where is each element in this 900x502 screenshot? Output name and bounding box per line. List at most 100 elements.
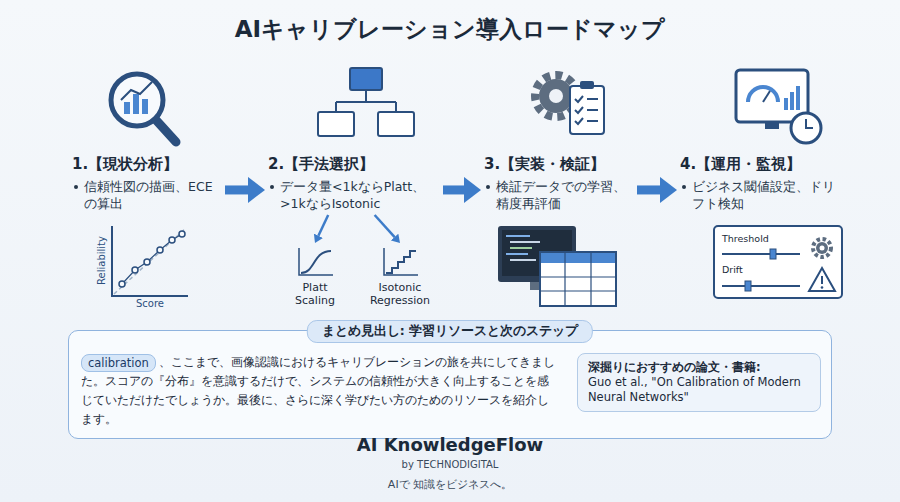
monitoring-panel <box>821 286 824 289</box>
reliability-diagram <box>119 231 185 287</box>
reference-text: Guo et al., "On Calibration of Modern Ne… <box>588 375 810 405</box>
step-bullet: ビジネス閾値設定、ドリフト検知 <box>680 178 838 212</box>
control-label: Drift <box>722 264 743 275</box>
gear-clipboard-icon <box>549 89 563 103</box>
summary-panel: まとめ見出し: 学習リソースと次のステップ、ここまで、画像認識におけるキャリブレ… <box>68 330 832 439</box>
method-curve-icon <box>285 246 345 278</box>
reliability-diagram <box>179 231 185 237</box>
axis-label: Score <box>120 298 180 309</box>
reference-box: 深掘りにおすすめの論文・書籍:Guo et al., "On Calibrati… <box>577 353 821 412</box>
method-curve-icon <box>360 246 440 278</box>
code-monitor-table <box>506 236 540 260</box>
step-box: 1.【現状分析】信頼性図の描画、ECEの算出 <box>72 154 222 212</box>
reference-heading: 深掘りにおすすめの論文・書籍: <box>588 360 810 375</box>
code-monitor-table <box>498 226 616 306</box>
monitoring-panel <box>714 226 842 298</box>
reliability-diagram <box>122 234 182 284</box>
step-box: 3.【実装・検証】検証データでの学習、精度再評価 <box>484 154 634 212</box>
step-bullet: データ量<1kならPlatt、>1kならIsotonic <box>268 178 440 212</box>
step-bullet: 検証データでの学習、精度再評価 <box>484 178 634 212</box>
gear-clipboard-icon <box>539 79 573 113</box>
gear-clipboard-icon <box>575 96 583 102</box>
code-monitor-table <box>506 253 528 255</box>
branch-arrow <box>375 215 395 237</box>
dashboard-clock-icon <box>796 86 800 110</box>
step-heading: 1.【現状分析】 <box>72 154 222 174</box>
magnifier-icon <box>133 94 139 114</box>
gear-clipboard-icon <box>580 81 594 89</box>
brand-sub: by TECHNODIGITAL <box>0 459 900 470</box>
magnifier-icon <box>111 74 176 142</box>
monitoring-panel <box>722 253 800 255</box>
reliability-diagram <box>157 247 163 253</box>
code-monitor-table <box>510 247 532 249</box>
gear-clipboard-icon <box>570 86 604 134</box>
reliability-diagram <box>112 226 188 296</box>
dashboard-clock-icon <box>748 87 778 102</box>
magnifier-icon <box>111 74 163 126</box>
control-label: Threshold <box>722 233 769 244</box>
monitoring-panel <box>770 249 776 259</box>
code-monitor-table <box>540 252 616 306</box>
monitoring-panel <box>821 276 823 284</box>
step-heading: 4.【運用・監視】 <box>680 154 838 174</box>
dashboard-clock-icon <box>763 91 770 102</box>
step-box: 2.【手法選択】データ量<1kならPlatt、>1kならIsotonic <box>268 154 440 212</box>
keyword-tag: calibration <box>81 354 156 372</box>
gear-clipboard-icon <box>575 96 598 124</box>
monitoring-panel <box>813 239 831 257</box>
magnifier-icon <box>121 82 152 100</box>
reliability-diagram <box>112 226 188 296</box>
dashboard-clock-icon <box>790 92 794 110</box>
method-option: Isotonic Regression <box>360 246 440 307</box>
step-heading: 3.【実装・検証】 <box>484 154 634 174</box>
dashboard-clock-icon <box>806 119 813 128</box>
flowchart-icon <box>336 90 396 112</box>
gear-clipboard-icon <box>587 120 598 122</box>
reliability-diagram <box>144 259 150 265</box>
gear-clipboard-icon <box>587 98 598 100</box>
branch-arrow <box>318 215 328 236</box>
method-label: Platt Scaling <box>285 281 345 307</box>
reliability-diagram <box>169 237 175 243</box>
monitoring-panel <box>809 268 835 291</box>
magnifier-icon <box>156 120 176 142</box>
code-monitor-table <box>510 241 540 243</box>
reliability-diagram <box>132 267 138 273</box>
flowchart-icon <box>350 68 382 90</box>
flowchart-icon <box>378 112 414 136</box>
axis-label: Reliability <box>96 226 107 296</box>
method-option: Platt Scaling <box>285 246 345 307</box>
dashboard-clock-icon <box>791 113 821 143</box>
flow-arrow <box>225 185 248 194</box>
code-monitor-table <box>540 252 616 306</box>
code-monitor-table <box>510 259 536 261</box>
reliability-diagram <box>114 228 186 294</box>
flow-arrow <box>443 185 464 194</box>
flowchart-icon <box>318 68 414 136</box>
code-monitor-table <box>506 235 530 237</box>
monitoring-panel <box>722 285 800 287</box>
step-heading: 2.【手法選択】 <box>268 154 440 174</box>
magnifier-icon <box>142 99 148 114</box>
reliability-diagram <box>119 281 125 287</box>
monitoring-panel <box>816 242 828 254</box>
summary-heading: まとめ見出し: 学習リソースと次のステップ <box>307 320 593 343</box>
gear-clipboard-icon <box>575 107 583 113</box>
tag-text: calibration <box>88 355 149 371</box>
method-label: Isotonic Regression <box>360 281 440 307</box>
dashboard-clock-icon <box>736 70 821 143</box>
magnifier-icon <box>124 102 130 114</box>
flow-arrow <box>637 185 660 194</box>
gear-clipboard-icon <box>587 109 598 111</box>
step-box: 4.【運用・監視】ビジネス閾値設定、ドリフト検知 <box>680 154 838 212</box>
monitoring-panel <box>820 246 825 251</box>
flowchart-icon <box>318 112 354 136</box>
step-bullet: 信頼性図の描画、ECEの算出 <box>72 178 222 212</box>
code-monitor-table <box>541 253 615 263</box>
monitoring-panel <box>745 281 751 291</box>
dashboard-clock-icon <box>765 122 779 129</box>
brand-name: AI KnowledgeFlow <box>0 434 900 455</box>
monitoring-panel <box>714 226 842 298</box>
